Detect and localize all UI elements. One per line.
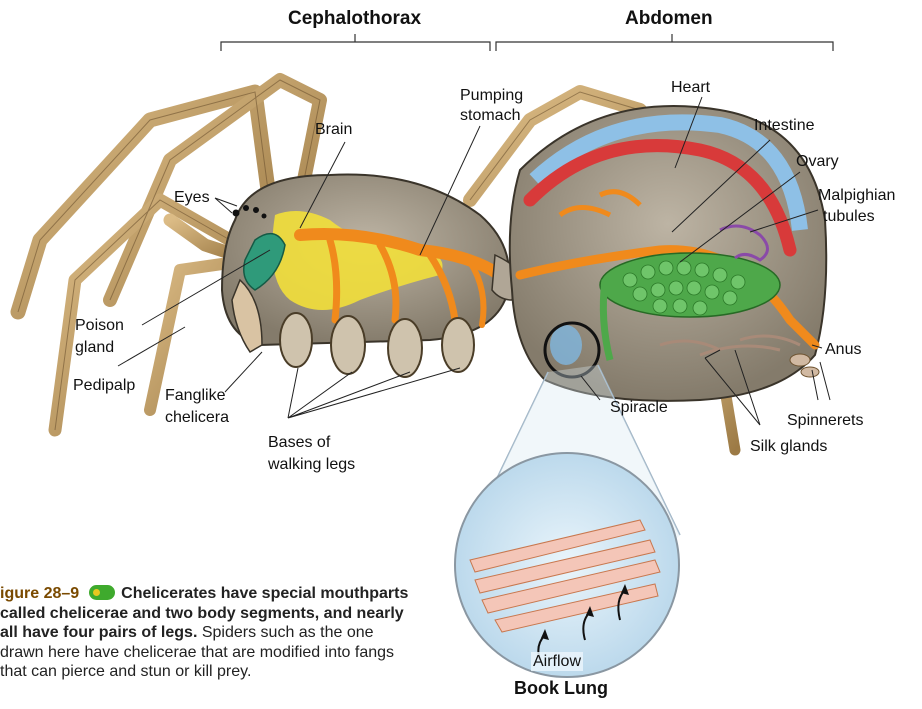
label-airflow: Airflow [531,652,583,671]
abdomen-bracket [496,34,833,51]
cephalothorax-header: Cephalothorax [288,8,421,30]
label-pumping-stomach-1: Pumping [460,86,523,105]
abdomen-header: Abdomen [625,8,713,30]
label-poison-gland-1: Poison [75,316,124,335]
label-eyes: Eyes [174,188,210,207]
label-fanglike-1: Fanglike [165,386,225,405]
label-bases-2: walking legs [268,455,355,474]
key-icon [89,585,115,600]
label-pedipalp: Pedipalp [73,376,135,395]
label-heart: Heart [671,78,710,97]
label-bases-1: Bases of [268,433,330,452]
figure-number: igure 28–9 [0,585,79,602]
label-malpighian-1: Malpighian [818,186,895,205]
label-ovary: Ovary [796,152,839,171]
label-spiracle: Spiracle [610,398,668,417]
label-brain: Brain [315,120,352,139]
label-fanglike-2: chelicera [165,408,229,427]
label-malpighian-2: tubules [823,207,875,226]
label-pumping-stomach-2: stomach [460,106,520,125]
label-poison-gland-2: gland [75,338,114,357]
label-silk-glands: Silk glands [750,437,827,456]
label-spinnerets: Spinnerets [787,411,864,430]
label-book-lung: Book Lung [514,679,608,698]
cephalothorax-bracket [221,34,490,51]
label-anus: Anus [825,340,861,359]
label-intestine: Intestine [754,116,814,135]
